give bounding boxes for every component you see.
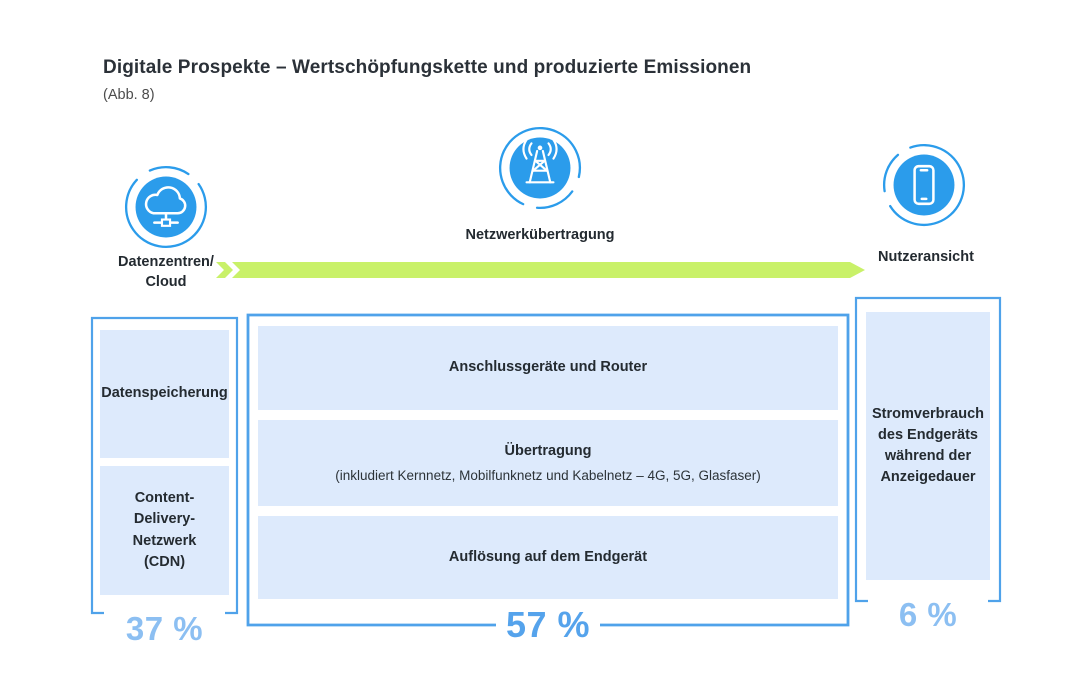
cloud-network-icon — [124, 165, 208, 249]
box-title: Anschlussgeräte und Router — [448, 359, 648, 376]
percent-label-user: 6 % — [898, 596, 958, 633]
stage-label-datacenter: Datenzentren/ Cloud — [118, 254, 214, 290]
datacenter-group-bracket — [90, 316, 239, 615]
box-cdn: Content-Delivery-Netzwerk (CDN) — [100, 466, 229, 595]
box-transmission: Übertragung (inkludiert Kernnetz, Mobilf… — [258, 420, 838, 506]
stage-datacenter — [123, 164, 209, 250]
network-group-bracket — [246, 313, 850, 627]
radio-tower-icon — [498, 126, 582, 210]
percent-label-datacenter: 37 % — [125, 610, 204, 647]
stage-label-user: Nutzeransicht — [878, 249, 974, 265]
box-router: Anschlussgeräte und Router — [258, 326, 838, 410]
figure-title: Digitale Prospekte – Wertschöpfungskette… — [103, 57, 752, 78]
box-title: Übertragung — [504, 442, 592, 459]
stage-user — [881, 142, 967, 228]
flow-arrow — [216, 262, 865, 278]
box-device-power: Stromverbrauch des Endgeräts während der… — [866, 312, 990, 580]
stage-label-network: Netzwerkübertragung — [465, 227, 615, 243]
box-title: Content-Delivery-Netzwerk (CDN) — [132, 490, 197, 570]
smartphone-icon — [882, 143, 966, 227]
box-device-rendering: Auflösung auf dem Endgerät — [258, 516, 838, 599]
percent-label-network: 57 % — [505, 604, 591, 645]
user-group-bracket — [854, 296, 1002, 603]
box-title: Datenspeicherung — [101, 385, 228, 402]
box-data-storage: Datenspeicherung — [100, 330, 229, 458]
box-title: Auflösung auf dem Endgerät — [448, 548, 648, 565]
stage-network — [497, 125, 583, 211]
box-note: (inkludiert Kernnetz, Mobilfunknetz und … — [335, 467, 761, 483]
box-title: Stromverbrauch des Endgeräts während der… — [872, 405, 985, 486]
figure-number: (Abb. 8) — [103, 87, 155, 103]
